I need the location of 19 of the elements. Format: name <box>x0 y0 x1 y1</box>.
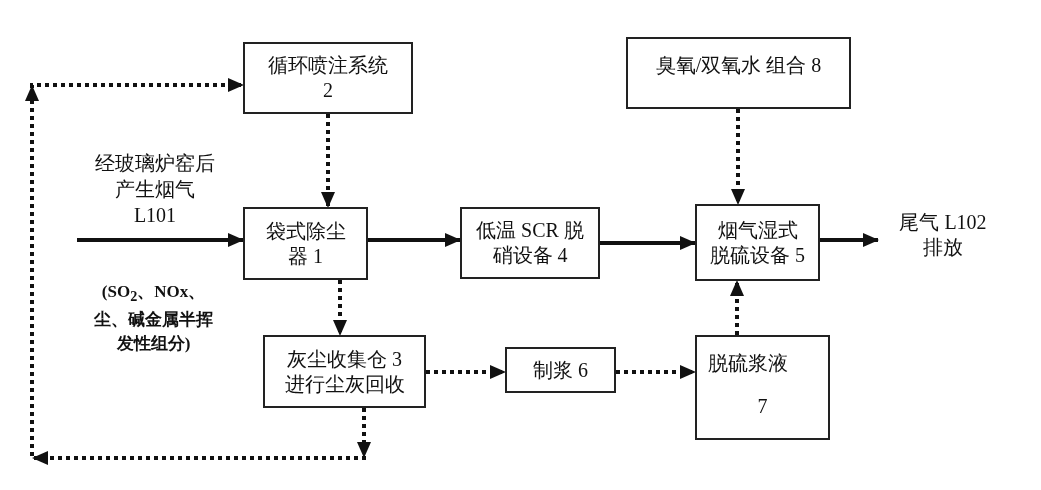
box-label: 臭氧/双氧水 组合 8 <box>654 53 823 78</box>
box-label: 循环喷注系统 2 <box>267 53 389 103</box>
box-label: 烟气湿式脱硫设备 5 <box>709 217 806 268</box>
box-label: 低温 SCR 脱硝设备 4 <box>475 218 585 268</box>
outlet-label: 尾气 L102 排放 <box>898 210 988 260</box>
process-box <box>505 347 616 393</box>
process-box <box>243 42 413 114</box>
process-box <box>460 207 600 279</box>
box-label: 7 <box>756 394 769 419</box>
box-label: 制浆 6 <box>532 357 589 383</box>
process-box <box>263 335 426 408</box>
box-label: 灰尘收集仓 3 进行尘灰回收 <box>283 346 406 397</box>
box-label: 袋式除尘器 1 <box>264 218 347 269</box>
process-box <box>626 37 851 109</box>
process-box <box>695 204 820 281</box>
process-box <box>695 335 830 440</box>
process-box <box>243 207 368 280</box>
box-label: 脱硫浆液 <box>707 351 789 376</box>
composition-note: (SO$_{2}$、NOx、尘、碱金属半挥发性组分) <box>93 281 214 356</box>
